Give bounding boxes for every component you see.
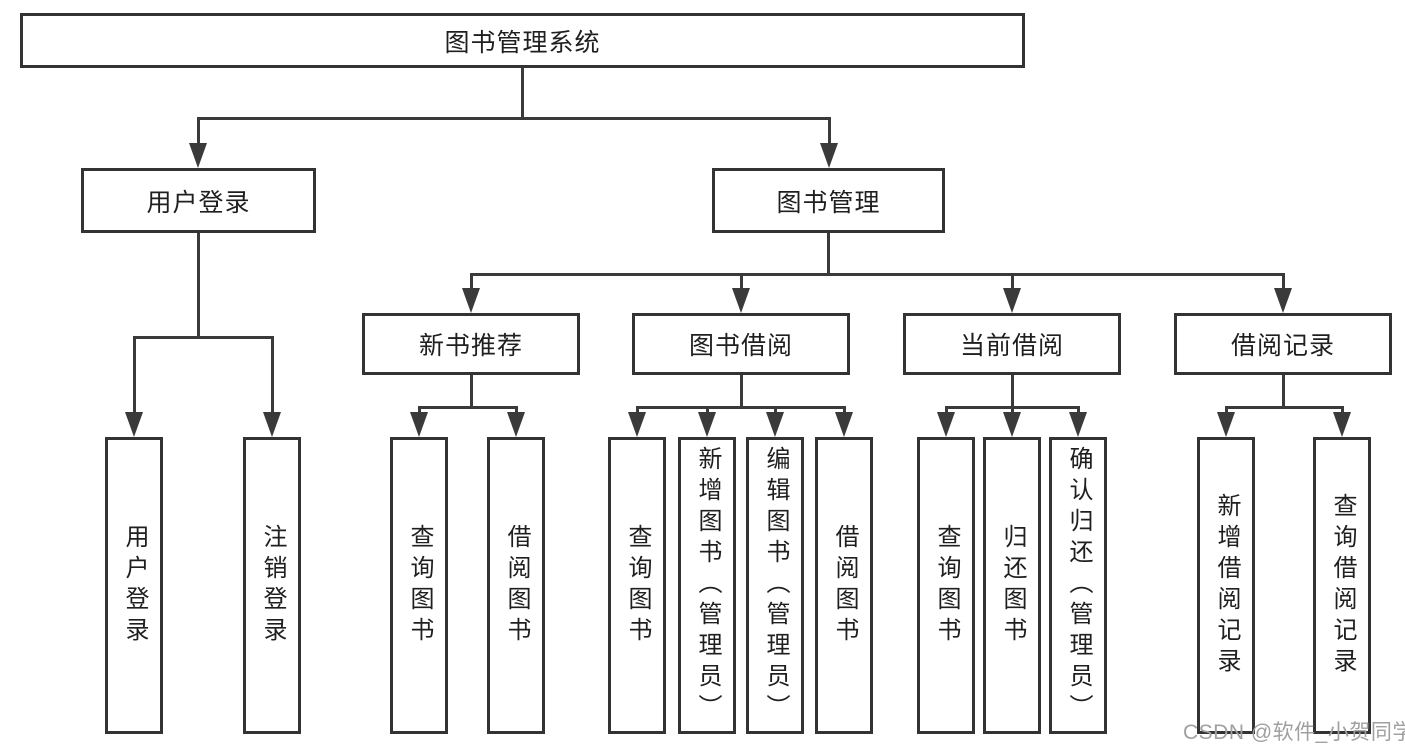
connector-e1-drop [1225, 406, 1228, 414]
node-root: 图书管理系统 [20, 13, 1025, 68]
node-leaf-add-book-admin-label: 新增图书（管理员） [694, 446, 721, 725]
connector-new-book-drop [470, 273, 473, 289]
node-new-book-rec-label: 新书推荐 [418, 332, 523, 360]
connector-b1-drop [418, 406, 421, 414]
node-leaf-add-borrow-record-label: 新增借阅记录 [1213, 492, 1240, 679]
connector-leaf-logout-drop [271, 336, 274, 413]
connector-d2-drop [1011, 406, 1014, 414]
connector-borrow-records-drop [1282, 273, 1285, 289]
node-root-label: 图书管理系统 [444, 28, 601, 57]
node-new-book-rec: 新书推荐 [362, 313, 580, 375]
node-borrow-records-label: 借阅记录 [1230, 332, 1335, 360]
connector-d1-drop [945, 406, 948, 414]
arrowhead-d2-icon [1003, 412, 1021, 437]
arrowhead-b2-icon [507, 412, 525, 437]
connector-group-c-stem [740, 375, 743, 406]
connector-c4-drop [843, 406, 846, 414]
node-book-borrow: 图书借阅 [632, 313, 850, 375]
arrowhead-e2-icon [1333, 412, 1351, 437]
arrowhead-e1-icon [1217, 412, 1235, 437]
connector-book-borrow-drop [740, 273, 743, 289]
connector-level3-split [470, 273, 1284, 276]
connector-book-mgmt-drop [828, 117, 831, 144]
connector-group-d-stem [1011, 375, 1014, 406]
node-book-mgmt-label: 图书管理 [776, 188, 881, 217]
connector-root-stem [521, 68, 524, 117]
arrowhead-c4-icon [835, 412, 853, 437]
arrowhead-current-borrow-icon [1003, 288, 1021, 313]
connector-level2-split [197, 117, 831, 120]
arrowhead-book-mgmt-icon [820, 143, 838, 168]
node-leaf-query-book-rec-label: 查询图书 [406, 523, 433, 648]
watermark: CSDN @软件_小贺同学 [1183, 721, 1405, 744]
arrowhead-leaf-login-icon [125, 412, 143, 437]
connector-e2-drop [1341, 406, 1344, 414]
connector-group-c-split [636, 406, 845, 409]
connector-d3-drop [1077, 406, 1080, 414]
arrowhead-book-borrow-icon [732, 288, 750, 313]
node-leaf-query-borrow-record: 查询借阅记录 [1313, 437, 1371, 734]
node-leaf-query-book-current-label: 查询图书 [933, 523, 960, 648]
node-leaf-query-borrow-record-label: 查询借阅记录 [1329, 492, 1356, 679]
node-leaf-confirm-return-admin: 确认归还（管理员） [1049, 437, 1107, 734]
node-leaf-return-book: 归还图书 [983, 437, 1041, 734]
arrowhead-new-book-icon [462, 288, 480, 313]
connector-user-login-split [133, 336, 274, 339]
node-current-borrow: 当前借阅 [903, 313, 1121, 375]
node-leaf-user-login-label: 用户登录 [121, 523, 148, 648]
node-user-login-label: 用户登录 [146, 188, 251, 217]
arrowhead-c1-icon [628, 412, 646, 437]
node-leaf-borrow-book-rec-label: 借阅图书 [503, 523, 530, 648]
node-leaf-return-book-label: 归还图书 [999, 523, 1026, 648]
arrowhead-c2-icon [698, 412, 716, 437]
node-leaf-borrow-book: 借阅图书 [815, 437, 873, 734]
connector-c2-drop [706, 406, 709, 414]
node-current-borrow-label: 当前借阅 [959, 332, 1064, 360]
node-leaf-edit-book-admin-label: 编辑图书（管理员） [762, 446, 789, 725]
node-leaf-query-book-rec: 查询图书 [390, 437, 448, 734]
node-leaf-add-borrow-record: 新增借阅记录 [1197, 437, 1255, 734]
arrowhead-b1-icon [410, 412, 428, 437]
connector-group-b-split [418, 406, 517, 409]
node-leaf-borrow-book-label: 借阅图书 [831, 523, 858, 648]
connector-user-login-stem [197, 233, 200, 336]
node-borrow-records: 借阅记录 [1174, 313, 1392, 375]
connector-b2-drop [515, 406, 518, 414]
connector-book-mgmt-stem [827, 233, 830, 273]
connector-group-b-stem [470, 375, 473, 406]
node-leaf-query-book-current: 查询图书 [917, 437, 975, 734]
connector-group-e-split [1225, 406, 1343, 409]
node-leaf-borrow-book-rec: 借阅图书 [487, 437, 545, 734]
connector-current-borrow-drop [1011, 273, 1014, 289]
node-leaf-query-book-borrow: 查询图书 [608, 437, 666, 734]
arrowhead-borrow-records-icon [1274, 288, 1292, 313]
node-user-login: 用户登录 [81, 168, 316, 233]
node-leaf-user-login: 用户登录 [105, 437, 163, 734]
connector-user-login-drop [197, 117, 200, 144]
connector-leaf-login-drop [133, 336, 136, 413]
connector-group-e-stem [1282, 375, 1285, 406]
node-leaf-logout-label: 注销登录 [259, 523, 286, 648]
node-book-borrow-label: 图书借阅 [688, 332, 793, 360]
connector-c1-drop [636, 406, 639, 414]
arrowhead-user-login-icon [189, 143, 207, 168]
node-leaf-confirm-return-admin-label: 确认归还（管理员） [1065, 446, 1092, 725]
node-leaf-query-book-borrow-label: 查询图书 [624, 523, 651, 648]
arrowhead-d3-icon [1069, 412, 1087, 437]
connector-c3-drop [774, 406, 777, 414]
arrowhead-d1-icon [937, 412, 955, 437]
node-leaf-logout: 注销登录 [243, 437, 301, 734]
arrowhead-leaf-logout-icon [263, 412, 281, 437]
node-leaf-add-book-admin: 新增图书（管理员） [678, 437, 736, 734]
node-book-mgmt: 图书管理 [712, 168, 945, 233]
arrowhead-c3-icon [766, 412, 784, 437]
node-leaf-edit-book-admin: 编辑图书（管理员） [746, 437, 804, 734]
